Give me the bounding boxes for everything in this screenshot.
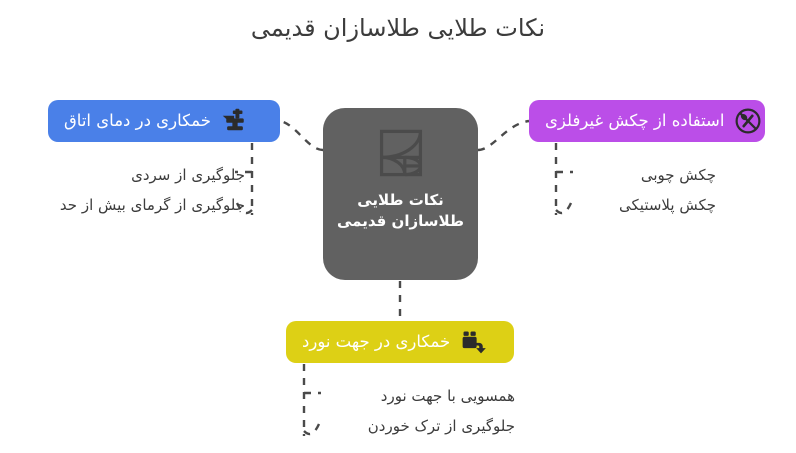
center-node-label: نکات طلایی طلاسازان قدیمی: [336, 191, 465, 230]
branch-purple-child-1: چکش چوبی: [640, 166, 716, 184]
branch-yellow-child-2: جلوگیری از ترک خوردن: [367, 417, 515, 435]
branch-blue-child-1: جلوگیری از سردی: [131, 166, 245, 184]
connector-purple-child-2: [555, 202, 573, 215]
branch-blue-child-2: جلوگیری از گرمای بیش از حد: [59, 196, 245, 214]
branch-purple-child-2: چکش پلاستیکی: [619, 196, 716, 214]
branch-yellow-child-1: همسویی با جهت نورد: [380, 387, 515, 405]
connector-yellow-child-2: [303, 423, 321, 436]
bend-roll-direction-icon: [462, 331, 487, 354]
branch-purple-label: استفاده از چکش غیرفلزی: [545, 110, 725, 130]
golden-ratio-spiral-icon: [379, 129, 422, 177]
branch-blue-label: خمکاری در دمای اتاق: [64, 110, 211, 130]
branch-node-yellow[interactable]: خمکاری در جهت نورد: [286, 321, 514, 363]
connector-center-to-blue: [279, 119, 324, 152]
no-metal-hammer-icon: [736, 108, 761, 134]
branch-node-purple[interactable]: استفاده از چکش غیرفلزی: [529, 100, 765, 142]
branch-node-blue[interactable]: خمکاری در دمای اتاق: [48, 100, 280, 142]
anvil-hammer-icon: [222, 108, 244, 131]
branch-yellow-label: خمکاری در جهت نورد: [302, 331, 451, 351]
page-title: نکات طلایی طلاسازان قدیمی: [250, 14, 546, 42]
center-node[interactable]: نکات طلایی طلاسازان قدیمی: [323, 108, 478, 280]
connector-center-to-purple: [477, 119, 530, 152]
